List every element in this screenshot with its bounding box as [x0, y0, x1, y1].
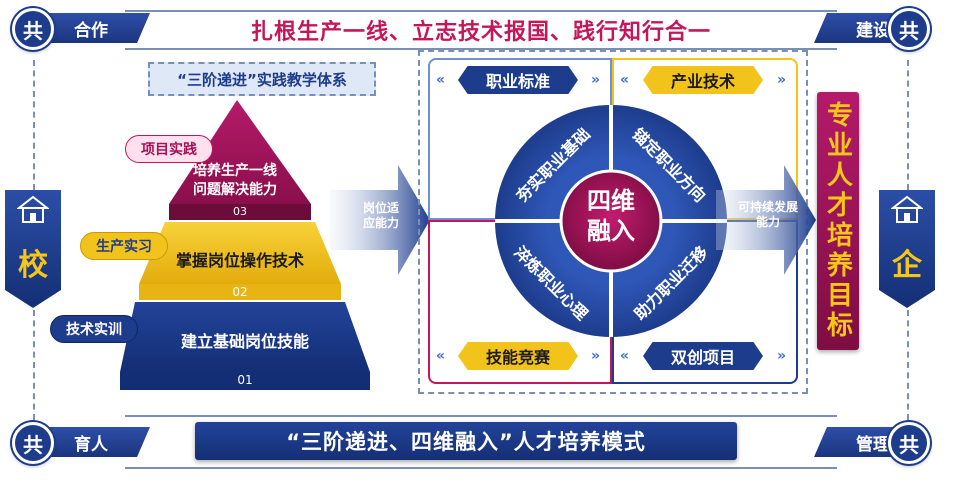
- corner-badge-top-right: 共: [888, 8, 930, 50]
- corner-label-bottom-left: 育人: [42, 427, 150, 457]
- tag-skills-competition: 技能竞赛: [458, 342, 578, 370]
- pyramid-level-1-num-bar: [120, 372, 370, 390]
- pyramid-level-3-line1: 培养生产一线: [193, 163, 277, 179]
- left-vertical-connector-lower: [33, 310, 35, 420]
- school-house-icon: [16, 195, 50, 225]
- arrow-to-circle: [330, 165, 430, 275]
- chevrons-right-icon: »: [590, 72, 600, 88]
- pyramid-level-2-text: 掌握岗位操作技术: [175, 251, 304, 270]
- chevrons-left-icon: «: [620, 72, 630, 88]
- enterprise-building-icon: [890, 195, 924, 225]
- pyramid-level-2: [139, 222, 341, 284]
- chevrons-left-icon: «: [620, 348, 630, 364]
- pyramid-level-3-line2: 问题解决能力: [193, 182, 277, 198]
- corner-badge-bottom-right: 共: [888, 422, 930, 464]
- bottom-banner: “三阶递进、四维融入”人才培养模式: [195, 422, 737, 460]
- tag-industry-technology: 产业技术: [643, 66, 763, 94]
- tag-technical-training: 技术实训: [50, 315, 138, 343]
- bottom-banner-text: “三阶递进、四维融入”人才培养模式: [286, 430, 646, 454]
- chevrons-left-icon: «: [436, 72, 446, 88]
- pyramid-level-1: [120, 302, 370, 372]
- right-vertical-connector-lower: [907, 310, 909, 420]
- left-vertical-connector: [33, 60, 35, 190]
- arrow-right-label: 可持续发展能力: [738, 200, 799, 229]
- chevrons-left-icon: «: [436, 348, 446, 364]
- talent-goal-box: 专业人才培养目标: [817, 92, 859, 350]
- right-side-ribbon-shape: [879, 190, 935, 308]
- top-banner: 扎根生产一线、立志技术报国、践行知行合一: [125, 10, 837, 50]
- right-vertical-connector: [907, 60, 909, 190]
- quadrant-tag-row-bottom-left: « 技能竞赛 »: [436, 342, 600, 370]
- pyramid-level-3: [169, 100, 311, 204]
- quadrant-tag-row-top-left: « 职业标准 »: [436, 66, 600, 94]
- chevrons-right-icon: »: [776, 348, 786, 364]
- talent-goal-text: 专业人才培养目标: [822, 101, 853, 341]
- arrow-to-goal: [716, 165, 816, 275]
- circle-center-text: 四维 融入: [571, 186, 651, 246]
- right-side-label: 企: [892, 248, 922, 283]
- integration-circle: [495, 105, 727, 337]
- circle-center-line2: 融入: [587, 217, 635, 245]
- left-side-ribbon: [5, 190, 61, 308]
- right-side-ribbon: [879, 190, 935, 308]
- corner-badge-bottom-left: 共: [12, 422, 54, 464]
- pyramid-level-2-num: 02: [232, 285, 248, 299]
- pyramid: [120, 100, 370, 390]
- corner-label-top-left: 合作: [42, 13, 150, 43]
- arrow-left-label: 岗位适应能力: [362, 201, 399, 230]
- circle-center-line1: 四维: [587, 187, 635, 215]
- tag-vocational-standard: 职业标准: [458, 66, 578, 94]
- corner-badge-top-left: 共: [12, 8, 54, 50]
- pyramid-level-3-num-bar: [169, 204, 311, 220]
- left-side-label: 校: [18, 248, 48, 283]
- tag-project-practice: 项目实践: [125, 135, 213, 163]
- tag-innovation-project: 双创项目: [643, 342, 763, 370]
- pyramid-level-1-text: 建立基础岗位技能: [180, 332, 309, 351]
- tag-production-internship: 生产实习: [80, 232, 168, 260]
- pyramid-title-text: “三阶递进”实践教学体系: [177, 70, 347, 89]
- top-banner-text: 扎根生产一线、立志技术报国、践行知行合一: [250, 20, 711, 45]
- left-side-ribbon-shape: [5, 190, 61, 308]
- chevrons-right-icon: »: [776, 72, 786, 88]
- pyramid-level-3-num: 03: [233, 205, 247, 218]
- pyramid-level-2-num-bar: [139, 284, 341, 300]
- quadrant-tag-row-bottom-right: « 双创项目 »: [620, 342, 786, 370]
- pyramid-title: “三阶递进”实践教学体系: [148, 62, 376, 96]
- pyramid-level-3-text: 培养生产一线 问题解决能力: [175, 162, 295, 200]
- pyramid-level-1-num: 01: [237, 373, 253, 387]
- quadrant-tag-row-top-right: « 产业技术 »: [620, 66, 786, 94]
- chevrons-right-icon: »: [590, 348, 600, 364]
- bottom-banner-frame: [125, 415, 837, 469]
